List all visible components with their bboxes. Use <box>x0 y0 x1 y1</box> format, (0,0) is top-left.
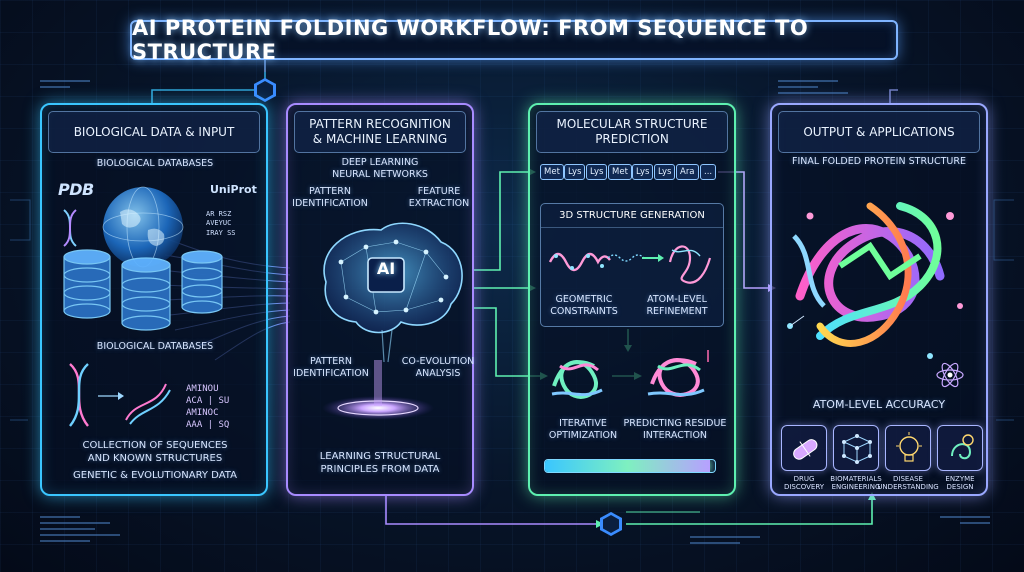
decorative-data-bars <box>0 0 1024 572</box>
